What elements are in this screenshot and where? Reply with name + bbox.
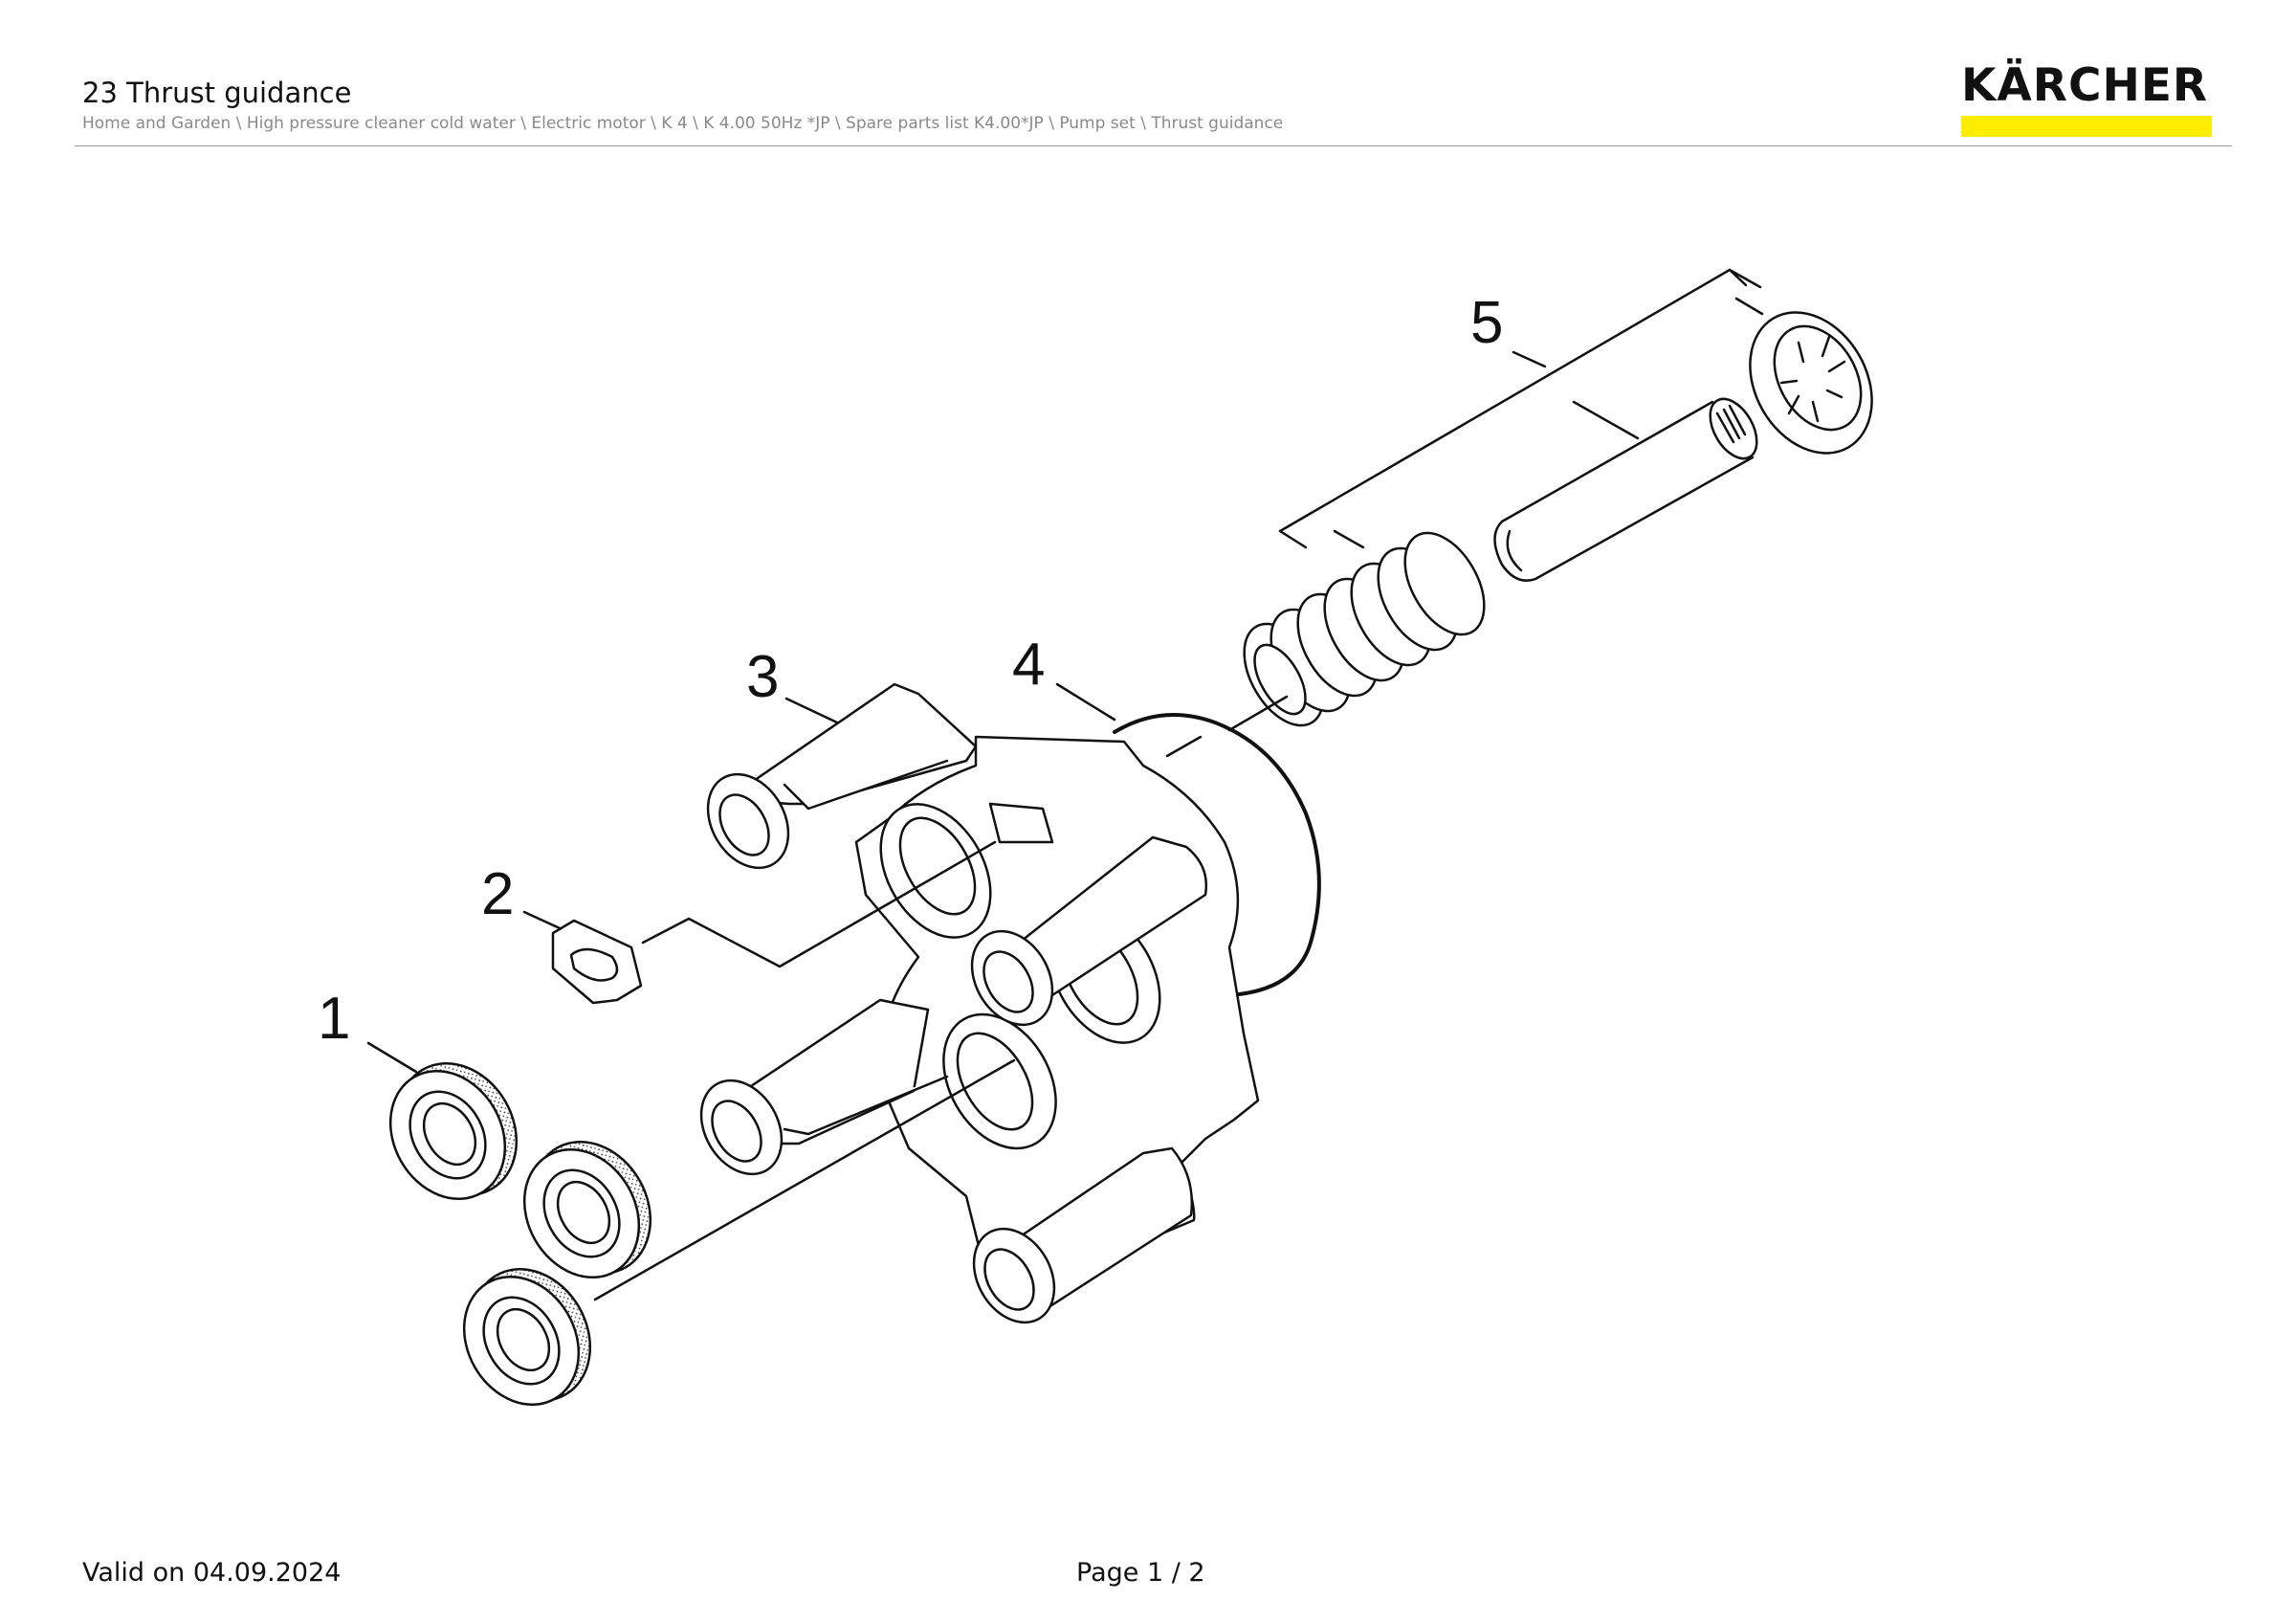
bearing-ring-1 [388,1061,519,1201]
callout-5-bracket [1278,268,1764,549]
callout-5-leader [1512,350,1547,368]
logo-wordmark: KÄRCHER [1961,59,2209,112]
key-insert [551,919,643,1005]
callout-4-leader [1055,682,1116,722]
bearing-ring-2 [522,1140,652,1279]
star-lock-washer [1749,311,1873,455]
spring-axis-line [1227,695,1289,732]
compression-spring [1243,531,1486,727]
page-number: Page 1 / 2 [1076,1558,1205,1588]
bearing-axis-line [593,1058,1016,1301]
karcher-logo: KÄRCHER [1961,63,2214,137]
o-ring-axis-line [1165,735,1203,758]
o-ring [1113,713,1321,997]
thrust-guidance-body [699,682,1260,1324]
callout-label: 4 [1012,632,1045,698]
callout-1-leader [366,1041,418,1074]
bracket-branch-pin [1572,400,1640,440]
callout-label: 5 [1470,290,1503,356]
callout-label: 1 [318,986,350,1052]
header-divider [75,145,2232,146]
bearing-rings [388,1061,652,1407]
bearing-ring-3 [462,1267,592,1407]
page-title: 23 Thrust guidance [82,77,352,109]
pin-part [1493,397,1758,582]
valid-date: Valid on 04.09.2024 [82,1558,342,1588]
callout-2-leader [522,910,562,930]
breadcrumb: Home and Garden \ High pressure cleaner … [82,114,1284,133]
callout-label: 3 [746,644,779,710]
callout-3-leader [784,697,839,724]
bracket-branch-spring [1333,529,1365,549]
key-insert-path [641,840,997,968]
logo-accent-bar [1961,116,2212,137]
callout-label: 2 [481,861,514,927]
callout-labels: 1 2 3 4 5 [318,290,1503,1052]
